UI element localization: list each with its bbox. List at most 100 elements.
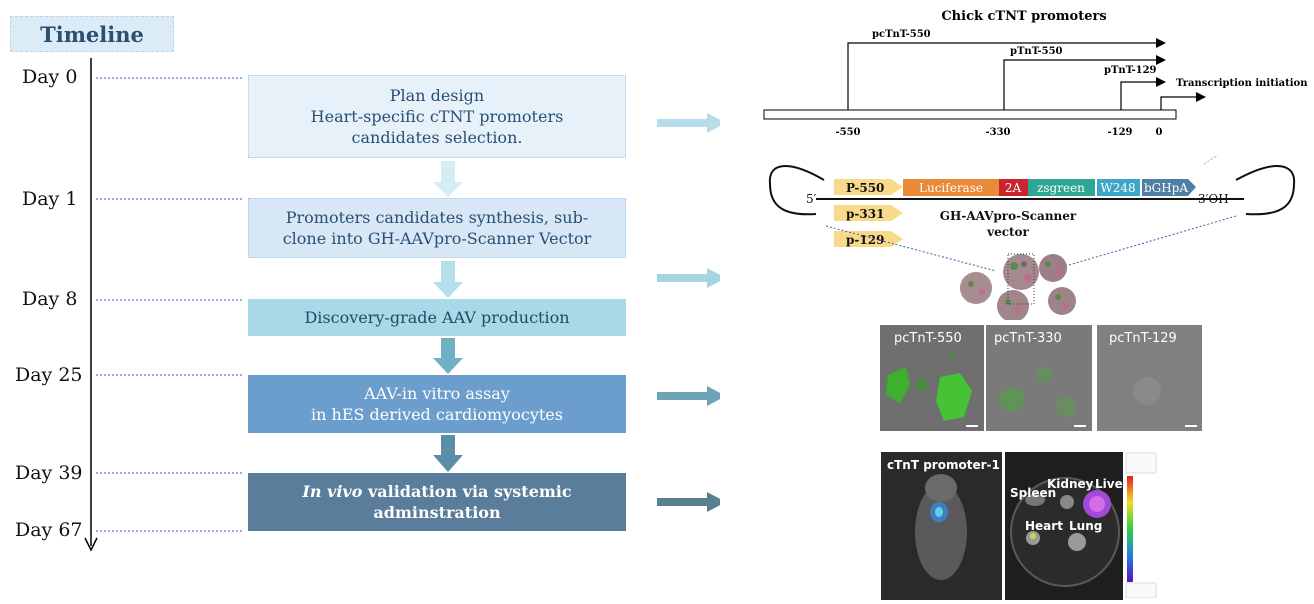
step-4-line-2: in hES derived cardiomyocytes — [311, 405, 563, 424]
vector-diagram: 5′ 3′OH P-550 p-331 p-129 Luciferase 2A … — [768, 154, 1296, 320]
micro-panel-330-image — [1000, 367, 1086, 427]
element-2a-label: 2A — [1005, 181, 1022, 195]
day-label-0: Day 0 — [22, 66, 78, 88]
in-vivo-mouse-panel: cTnT promoter-1 — [881, 452, 1002, 600]
micro-label-550: pcTnT-550 — [894, 331, 962, 346]
organ-label-heart: Heart — [1025, 519, 1063, 533]
promoter-label-ptnt-550: pTnT-550 — [1010, 46, 1063, 57]
down-arrow-4 — [433, 435, 463, 472]
promoter-arrowhead-129 — [1156, 77, 1166, 87]
timeline-graphics — [84, 58, 720, 552]
micro-panel-550: pcTnT-550 — [880, 325, 984, 431]
organ-label-kidney: Kidney — [1047, 477, 1094, 491]
vector-fragment-line — [1203, 154, 1219, 165]
promoter-map-title: Chick cTNT promoters — [941, 9, 1106, 24]
step-in-vitro-assay: AAV-in vitro assay in hES derived cardio… — [248, 375, 626, 433]
element-luciferase-label: Luciferase — [919, 181, 983, 195]
five-prime-label: 5′ — [806, 192, 817, 206]
element-2a — [999, 179, 1028, 196]
transcription-initiation-label: Transcription initiation — [1176, 78, 1308, 89]
micro-panel-129-image — [1133, 377, 1197, 427]
day-label-39: Day 39 — [15, 462, 83, 484]
down-arrow-1 — [433, 161, 463, 197]
step-2-line-1: Promoters candidates synthesis, sub- — [285, 208, 589, 227]
promoter-arrowhead-550 — [1156, 38, 1166, 48]
svg-text:p-331: p-331 — [846, 207, 884, 221]
projection-line-right — [1051, 215, 1237, 271]
vector-name-line-1: GH-AAVpro-Scanner — [940, 209, 1077, 223]
promoter-arrow-550 — [847, 42, 1156, 110]
transcription-arrowhead — [1196, 92, 1206, 102]
promoter-label-pctnt-550: pcTnT-550 — [872, 29, 931, 40]
step-aav-production: Discovery-grade AAV production — [248, 299, 626, 336]
step-in-vivo-validation: In vivo validation via systemic adminstr… — [248, 473, 626, 531]
micro-label-330: pcTnT-330 — [994, 331, 1062, 346]
day-label-25: Day 25 — [15, 364, 83, 386]
timeline-axis-arrowhead — [84, 537, 98, 552]
vector-promoter-p550: P-550 — [834, 179, 903, 195]
position-label-550: -550 — [835, 127, 860, 138]
organ-dish-image — [1010, 477, 1120, 587]
in-vivo-left-label: cTnT promoter-1 — [887, 458, 1000, 472]
svg-text:p-129: p-129 — [846, 233, 884, 247]
organ-label-spleen: Spleen — [1010, 486, 1057, 500]
element-w248-label: W248 — [1100, 181, 1135, 195]
step-3-line-1: Discovery-grade AAV production — [304, 308, 570, 327]
day-label-67: Day 67 — [15, 519, 83, 541]
itr-left-icon — [768, 165, 825, 216]
transcription-arrow — [1160, 96, 1196, 110]
micro-panel-550-image — [886, 350, 978, 427]
step-5-italic: In vivo — [302, 482, 363, 501]
day-label-8: Day 8 — [22, 288, 78, 310]
projection-line-left — [825, 225, 997, 272]
day-label-1: Day 1 — [22, 188, 78, 210]
position-label-0: 0 — [1156, 127, 1163, 138]
element-bghpa-label: bGHpA — [1144, 181, 1188, 195]
color-scale-bar — [1125, 452, 1157, 598]
three-prime-label: 3′OH — [1198, 192, 1229, 206]
element-zsgreen — [1028, 179, 1095, 196]
position-label-330: -330 — [985, 127, 1010, 138]
position-label-129: -129 — [1107, 127, 1132, 138]
promoter-arrowhead-330 — [1156, 55, 1166, 65]
vector-promoter-p129: p-129 — [834, 231, 903, 247]
down-arrow-3 — [433, 338, 463, 374]
sequence-bar — [763, 109, 1177, 120]
aav-particle-icons — [960, 253, 1076, 320]
vector-promoter-p331: p-331 — [834, 205, 903, 221]
promoter-arrow-129 — [1120, 81, 1156, 110]
right-arrow-2 — [657, 268, 720, 288]
organ-label-lung: Lung — [1069, 519, 1103, 533]
step-1-line-3: candidates selection. — [351, 128, 523, 147]
mouse-image — [915, 474, 967, 580]
promoter-map: Chick cTNT promoters pcTnT-550 pTnT-550 … — [763, 9, 1308, 138]
micro-panel-330: pcTnT-330 — [986, 325, 1092, 431]
micro-panel-129: pcTnT-129 — [1097, 325, 1202, 431]
organ-label-live: Live — [1095, 477, 1123, 491]
element-luciferase — [903, 179, 999, 196]
right-arrow-3 — [657, 386, 720, 406]
element-zsgreen-label: zsgreen — [1037, 181, 1085, 195]
step-plan-design: Plan design Heart-specific cTNT promoter… — [248, 75, 626, 158]
step-synthesis: Promoters candidates synthesis, sub- clo… — [248, 198, 626, 258]
timeline-header: Timeline — [10, 16, 174, 52]
right-arrow-1 — [657, 113, 720, 133]
step-5-rest: validation via systemic — [362, 482, 572, 501]
step-1-line-1: Plan design — [389, 86, 485, 105]
in-vivo-organ-panel: Spleen Kidney Live Heart Lung — [1005, 452, 1123, 600]
down-arrow-2 — [433, 261, 463, 298]
step-5-line-1: In vivo validation via systemic — [302, 481, 571, 502]
right-arrow-4 — [657, 492, 720, 512]
step-2-line-2: clone into GH-AAVpro-Scanner Vector — [282, 229, 592, 248]
step-5-line-2: adminstration — [373, 503, 501, 522]
step-4-line-1: AAV-in vitro assay — [364, 384, 510, 403]
svg-text:P-550: P-550 — [846, 181, 884, 195]
itr-right-icon — [1235, 165, 1296, 216]
element-bghpa — [1142, 179, 1196, 196]
micro-label-129: pcTnT-129 — [1109, 331, 1177, 346]
element-w248 — [1097, 179, 1140, 196]
promoter-arrow-330 — [1003, 59, 1156, 110]
step-1-line-2: Heart-specific cTNT promoters — [310, 107, 564, 126]
promoter-label-ptnt-129: pTnT-129 — [1104, 65, 1157, 76]
vector-name-line-2: vector — [986, 225, 1029, 239]
